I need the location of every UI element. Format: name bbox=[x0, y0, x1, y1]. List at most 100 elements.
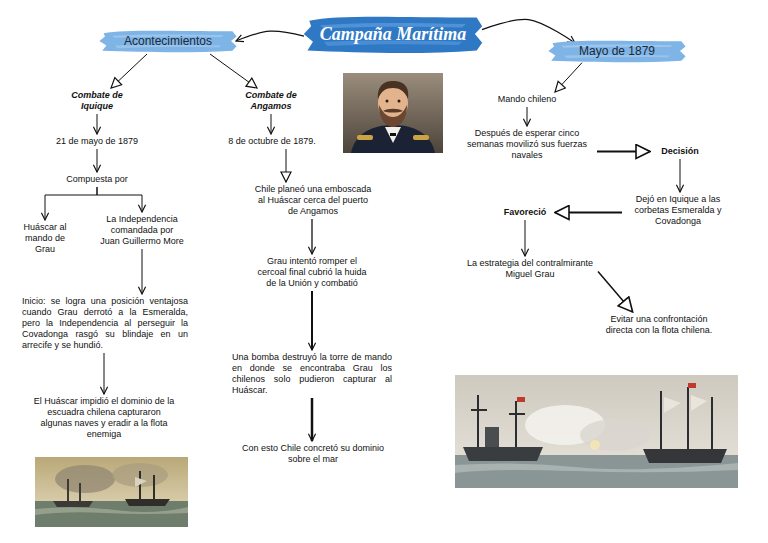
node-text: Compuesta por bbox=[60, 174, 134, 185]
concept-text: Evitar una confrontación directa con la … bbox=[593, 312, 725, 338]
connector-arrow bbox=[97, 187, 142, 212]
concept-text: La estrategia del contralmirante Miguel … bbox=[462, 256, 598, 282]
banner-banner: Acontecimientos bbox=[98, 28, 238, 54]
connector-arrow bbox=[286, 149, 287, 182]
connector-arrow bbox=[597, 151, 650, 153]
portrait-grau-part bbox=[383, 109, 403, 113]
node-text: Chile planeó una emboscada al Huáscar ce… bbox=[253, 184, 373, 217]
node-text: Acontecimientos bbox=[108, 34, 228, 48]
concept-text: Combate de Iquique bbox=[62, 88, 132, 114]
painting-angamos-part bbox=[691, 395, 707, 411]
portrait-grau-part bbox=[357, 135, 373, 140]
connector-arrow bbox=[236, 31, 304, 41]
node-text: Dejó en Iquique a las corbetas Esmeralda… bbox=[625, 194, 731, 227]
connector-arrow bbox=[598, 272, 633, 312]
portrait-grau-part bbox=[413, 135, 429, 140]
portrait-grau bbox=[343, 73, 443, 153]
painting-iquique-part bbox=[53, 501, 93, 507]
painting-angamos-part bbox=[455, 375, 738, 488]
connector-arrow bbox=[525, 220, 526, 256]
node-text: Combate de Angamos bbox=[239, 90, 303, 112]
node-text: Evitar una confrontación directa con la … bbox=[596, 314, 722, 336]
concept-text: Combate de Angamos bbox=[236, 88, 306, 114]
portrait-grau-part bbox=[398, 100, 401, 103]
brush-fill bbox=[548, 41, 685, 62]
connector-arrow bbox=[311, 291, 313, 350]
portrait-grau-part bbox=[343, 73, 443, 153]
connector-arrow bbox=[482, 19, 575, 43]
connector-arrow bbox=[45, 187, 97, 220]
concept-text: Decisión bbox=[650, 144, 710, 159]
node-text: La Independencia comandada por Juan Guil… bbox=[100, 214, 184, 247]
connector-arrow bbox=[680, 159, 681, 192]
title-banner: Campaña Marítima bbox=[302, 12, 484, 56]
concept-text: El Huáscar impidió el dominio de la escu… bbox=[28, 394, 180, 442]
concept-text: La Independencia comandada por Juan Guil… bbox=[97, 212, 187, 249]
painting-angamos-part bbox=[643, 449, 727, 463]
concept-text: Dejó en Iquique a las corbetas Esmeralda… bbox=[622, 192, 734, 229]
connector-arrow bbox=[210, 54, 257, 88]
concept-text: 21 de mayo de 1879 bbox=[51, 134, 143, 149]
concept-text: 8 de octubre de 1879. bbox=[222, 134, 322, 149]
concept-text: Huáscar al mando de Grau bbox=[13, 220, 77, 257]
concept-text: Con esto Chile concretó su dominio sobre… bbox=[227, 441, 399, 467]
painting-angamos-part bbox=[664, 397, 681, 413]
painting-angamos-part bbox=[517, 397, 525, 402]
node-text: Combate de Iquique bbox=[65, 90, 129, 112]
concept-text: Inicio: se logra una posición ventajosa … bbox=[19, 294, 191, 353]
node-text: 8 de octubre de 1879. bbox=[225, 136, 319, 147]
node-text: Con esto Chile concretó su dominio sobre… bbox=[230, 443, 396, 465]
node-text: Campaña Marítima bbox=[314, 24, 472, 44]
node-text: Grau intentó romper el cercoal final cub… bbox=[254, 256, 370, 289]
node-text: Favoreció bbox=[498, 207, 552, 218]
connector-arrow bbox=[555, 63, 582, 92]
brush-fill bbox=[99, 31, 236, 52]
painting-iquique-part bbox=[79, 483, 81, 501]
connector-arrow bbox=[271, 114, 272, 134]
painting-iquique bbox=[35, 457, 188, 527]
painting-angamos-part bbox=[455, 463, 738, 473]
connector-arrow bbox=[111, 54, 147, 88]
painting-angamos bbox=[455, 375, 738, 488]
portrait-grau-part bbox=[386, 100, 389, 103]
connector-arrow bbox=[142, 249, 143, 294]
concept-text: Grau intentó romper el cercoal final cub… bbox=[251, 254, 373, 291]
portrait-grau-part bbox=[379, 105, 407, 127]
node-text: Huáscar al mando de Grau bbox=[16, 222, 74, 255]
painting-angamos-part bbox=[688, 383, 696, 388]
portrait-grau-part bbox=[385, 127, 401, 143]
concept-text: Después de esperar cinco semanas moviliz… bbox=[457, 126, 597, 163]
concept-text: Mando chileno bbox=[487, 92, 567, 107]
node-text: La estrategia del contralmirante Miguel … bbox=[465, 258, 595, 280]
painting-iquique-part bbox=[139, 471, 141, 499]
concept-text: Favoreció bbox=[495, 205, 555, 220]
banner-banner: Mayo de 1879 bbox=[547, 38, 687, 64]
concept-text: Compuesta por bbox=[57, 172, 137, 187]
portrait-grau-part bbox=[390, 133, 396, 136]
portrait-grau-part bbox=[351, 125, 435, 153]
painting-angamos-part bbox=[515, 401, 517, 447]
portrait-grau-part bbox=[378, 81, 408, 99]
painting-angamos-part bbox=[509, 413, 525, 415]
painting-iquique-part bbox=[55, 465, 115, 493]
painting-angamos-part bbox=[485, 427, 499, 447]
connector-arrow bbox=[97, 114, 98, 134]
connector-arrow bbox=[104, 353, 105, 394]
node-text: Una bomba destruyó la torre de mando en … bbox=[232, 352, 392, 396]
connector-arrow bbox=[555, 212, 622, 214]
painting-angamos-part bbox=[590, 440, 600, 450]
painting-iquique-part bbox=[35, 457, 188, 527]
painting-iquique-part bbox=[67, 479, 69, 501]
node-text: El Huáscar impidió el dominio de la escu… bbox=[31, 396, 177, 440]
painting-iquique-part bbox=[135, 477, 147, 487]
painting-iquique-part bbox=[125, 499, 170, 506]
node-text: Mayo de 1879 bbox=[557, 44, 677, 58]
painting-angamos-part bbox=[711, 397, 713, 449]
concept-text: Chile planeó una emboscada al Huáscar ce… bbox=[250, 182, 376, 219]
painting-iquique-part bbox=[153, 475, 155, 499]
node-text: 21 de mayo de 1879 bbox=[54, 136, 140, 147]
brush-fill bbox=[304, 17, 482, 53]
painting-angamos-part bbox=[463, 447, 543, 461]
